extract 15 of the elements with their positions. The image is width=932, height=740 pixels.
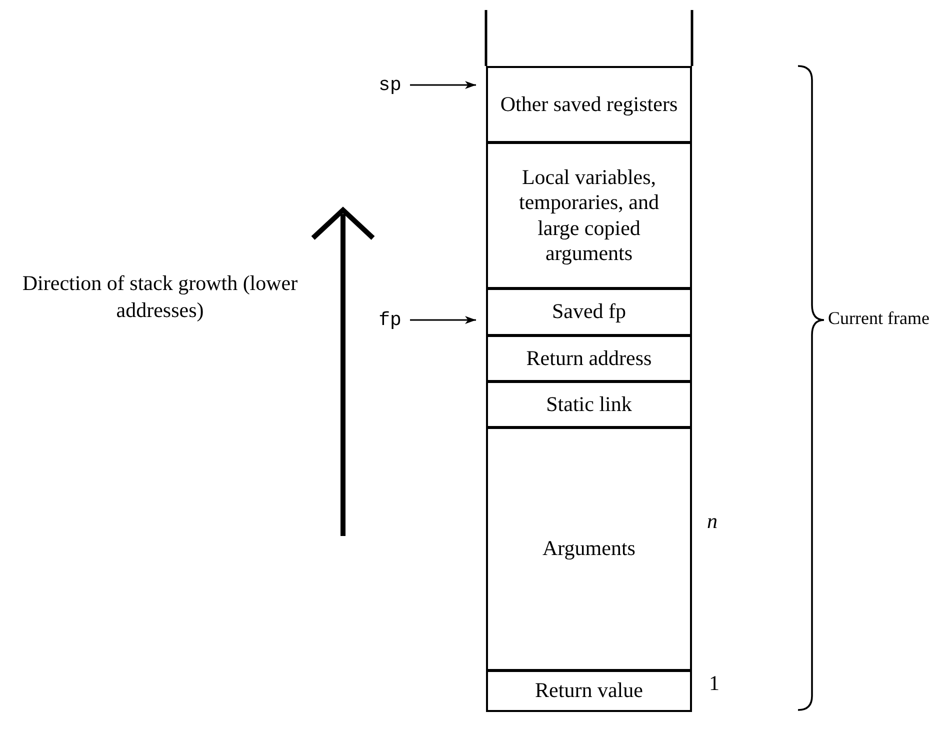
arrow <box>410 81 476 89</box>
arrow <box>410 316 476 324</box>
index-label: n <box>707 508 718 535</box>
stack-slot: Arguments <box>486 427 692 671</box>
stack-slot: Return value <box>486 670 692 712</box>
pointer-label: sp <box>372 70 408 100</box>
stack-slot: Return address <box>486 335 692 382</box>
stack-slot: Static link <box>486 381 692 428</box>
stack-slot: Local variables, temporaries, and large copied arguments <box>486 142 692 289</box>
stack-slot: Other saved registers <box>486 66 692 143</box>
pointer-label: fp <box>372 305 408 335</box>
index-label: 1 <box>709 670 720 697</box>
stack-slot: Saved fp <box>486 288 692 336</box>
brace-label: Current frame <box>828 307 930 330</box>
growth-label: Direction of stack growth (lower addresses) <box>21 270 299 324</box>
